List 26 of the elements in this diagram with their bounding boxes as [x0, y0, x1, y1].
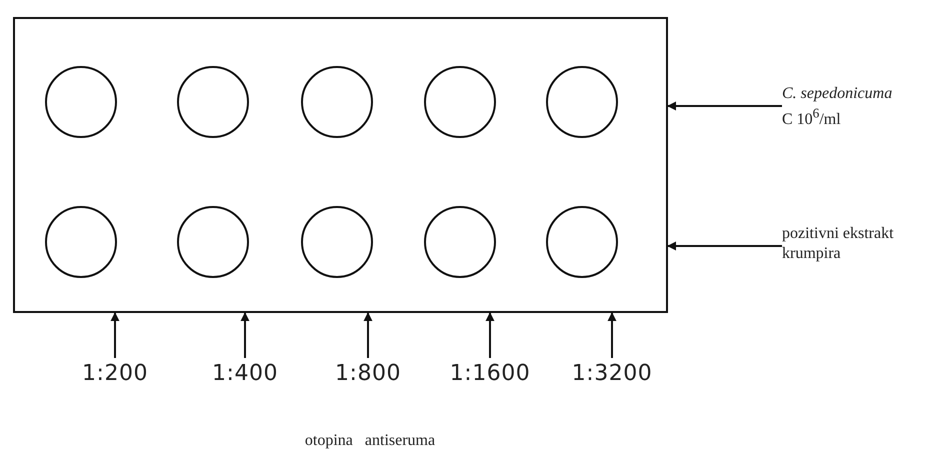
well-circle	[45, 66, 117, 138]
well-circle	[424, 206, 496, 278]
dilution-label: 1:1600	[435, 358, 545, 388]
arrow	[240, 312, 250, 358]
row-label: pozitivni ekstrakt krumpira	[782, 224, 947, 268]
well-circle	[301, 66, 373, 138]
dilution-label: 1:3200	[557, 358, 667, 388]
well-circle	[45, 206, 117, 278]
dilution-label: 1:800	[318, 358, 418, 388]
axis-caption: otopina antiseruma	[304, 432, 436, 450]
well-circle	[424, 66, 496, 138]
arrow	[364, 312, 372, 358]
plate-outline	[13, 17, 668, 313]
dilution-label: 1:400	[195, 358, 295, 388]
well-circle	[546, 206, 618, 278]
well-circle	[177, 206, 249, 278]
arrow	[667, 102, 782, 110]
well-circle	[301, 206, 373, 278]
arrow	[608, 312, 616, 358]
well-circle	[177, 66, 249, 138]
arrow	[486, 312, 494, 358]
row-label: C. sepedonicuma C 10$^{6}$/ml	[782, 84, 900, 128]
well-circle	[546, 66, 618, 138]
arrow	[110, 312, 120, 358]
dilution-label: 1:200	[65, 358, 165, 388]
arrow	[667, 242, 782, 250]
